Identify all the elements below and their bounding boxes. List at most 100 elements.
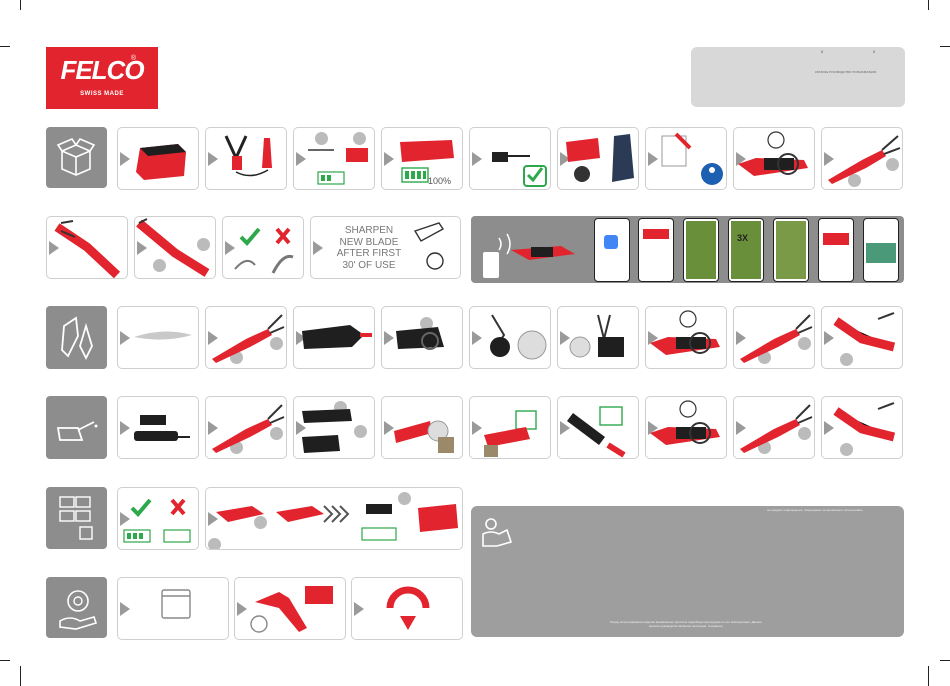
phone-screen: 3X bbox=[728, 218, 764, 282]
oil-blade-icon bbox=[484, 410, 537, 457]
step-card bbox=[821, 306, 903, 369]
service-gear-icon bbox=[59, 590, 98, 630]
crop-mark bbox=[20, 0, 21, 10]
warranty-seal-icon bbox=[386, 586, 430, 630]
step-card bbox=[293, 396, 375, 459]
pruner-open-icon bbox=[212, 314, 285, 363]
info-top-line: на предмет повреждения, повреждены ли ме… bbox=[767, 508, 863, 512]
crop-mark bbox=[940, 660, 950, 661]
handle-icon bbox=[302, 409, 352, 453]
felco-logo: FELCO ® SWISS MADE bbox=[46, 47, 158, 109]
pruner-lock-icon bbox=[136, 218, 210, 277]
header-mark: 8 bbox=[873, 49, 876, 54]
pruner-close-icon bbox=[54, 220, 121, 278]
manual-warning-icon bbox=[661, 132, 723, 185]
step-card bbox=[222, 216, 304, 279]
connect-check-icon bbox=[492, 152, 547, 187]
step-card bbox=[469, 306, 551, 369]
charge-level-ok-not-ok-icon bbox=[123, 498, 191, 543]
step-card bbox=[469, 127, 551, 190]
logo-brand: FELCO bbox=[60, 55, 144, 85]
step-card bbox=[381, 396, 463, 459]
step-card bbox=[733, 396, 815, 459]
step-card bbox=[351, 577, 463, 640]
step-card bbox=[821, 396, 903, 459]
button-press-icon bbox=[650, 400, 720, 445]
category-unboxing bbox=[46, 127, 107, 188]
step-card bbox=[117, 127, 199, 190]
wireless-pruner-icon bbox=[483, 233, 575, 278]
button-press-icon bbox=[738, 131, 808, 176]
sharpener-icon bbox=[413, 222, 445, 270]
step-card bbox=[46, 216, 128, 279]
calendar-icon bbox=[161, 589, 191, 619]
phone-screen bbox=[638, 218, 674, 282]
harness-icon bbox=[224, 135, 272, 177]
info-footer: Перед использованием изделия внимательно… bbox=[610, 620, 762, 628]
sharpen-line: SHARPEN bbox=[344, 225, 394, 236]
step-card bbox=[469, 396, 551, 459]
step-card bbox=[821, 127, 903, 190]
step-card bbox=[645, 127, 727, 190]
pruner-open-icon bbox=[828, 135, 901, 184]
step-card bbox=[205, 127, 287, 190]
step-card bbox=[645, 306, 727, 369]
step-card bbox=[557, 306, 639, 369]
crop-mark bbox=[940, 46, 950, 47]
pruner-close-icon bbox=[833, 312, 896, 352]
blade-inspect-icon bbox=[567, 406, 626, 458]
clean-blade-icon bbox=[394, 420, 454, 453]
sharpen-note: SHARPEN NEW BLADE AFTER FIRST 30' OF USE bbox=[329, 225, 409, 271]
step-card bbox=[381, 306, 463, 369]
phone-screen bbox=[863, 218, 899, 282]
crop-mark bbox=[20, 666, 21, 686]
button-press-icon bbox=[650, 310, 720, 355]
header-mark: 8 bbox=[821, 49, 824, 54]
app-connect-band: 3X bbox=[471, 216, 904, 283]
handle-icon bbox=[302, 325, 372, 349]
step-card bbox=[117, 396, 199, 459]
step-card bbox=[293, 306, 375, 369]
repeat-times: 3X bbox=[737, 233, 749, 243]
wood-ok-not-ok-icon bbox=[234, 227, 294, 274]
blade-fit-icon bbox=[569, 314, 624, 358]
step-card bbox=[134, 216, 216, 279]
storage-charge-sequence bbox=[216, 504, 458, 541]
calendar-grid-icon bbox=[59, 496, 93, 540]
charging-icon bbox=[308, 148, 368, 185]
oil-can-icon bbox=[56, 421, 98, 441]
step-card bbox=[733, 127, 815, 190]
step-card bbox=[205, 306, 287, 369]
crop-mark bbox=[0, 660, 10, 661]
crop-mark bbox=[928, 0, 929, 10]
case-icon bbox=[136, 144, 186, 180]
box-icon bbox=[56, 138, 96, 176]
header-title-box: 8 8 КРАТКОЕ РУКОВОДСТВО ПОЛЬЗОВАТЕЛЯ bbox=[691, 47, 905, 107]
step-card bbox=[557, 127, 639, 190]
pruner-icon bbox=[61, 316, 93, 361]
blade-remove-icon bbox=[490, 314, 547, 360]
step-card bbox=[205, 396, 287, 459]
blade-icon bbox=[134, 331, 192, 340]
logo-tagline: SWISS MADE bbox=[80, 91, 124, 97]
crop-mark bbox=[928, 666, 929, 686]
pruner-close-icon bbox=[833, 402, 896, 442]
phone-screen bbox=[594, 218, 630, 282]
step-card bbox=[117, 306, 199, 369]
battery-module-icon bbox=[134, 415, 190, 441]
sharpen-line: 30' OF USE bbox=[342, 259, 396, 271]
phone-screen bbox=[818, 218, 854, 282]
handle-icon bbox=[396, 327, 444, 350]
category-maintenance bbox=[46, 396, 107, 459]
crop-mark bbox=[0, 46, 10, 47]
service-center-icon bbox=[250, 586, 333, 633]
step-card bbox=[234, 577, 346, 640]
sharpen-line: AFTER FIRST bbox=[336, 248, 402, 259]
pruner-open-icon bbox=[212, 404, 285, 453]
category-service bbox=[46, 577, 107, 638]
step-card bbox=[117, 487, 199, 550]
category-storage bbox=[46, 487, 107, 549]
logo-reg-mark: ® bbox=[130, 55, 136, 62]
battery-full-icon bbox=[400, 140, 454, 183]
phone-screen bbox=[683, 218, 719, 282]
